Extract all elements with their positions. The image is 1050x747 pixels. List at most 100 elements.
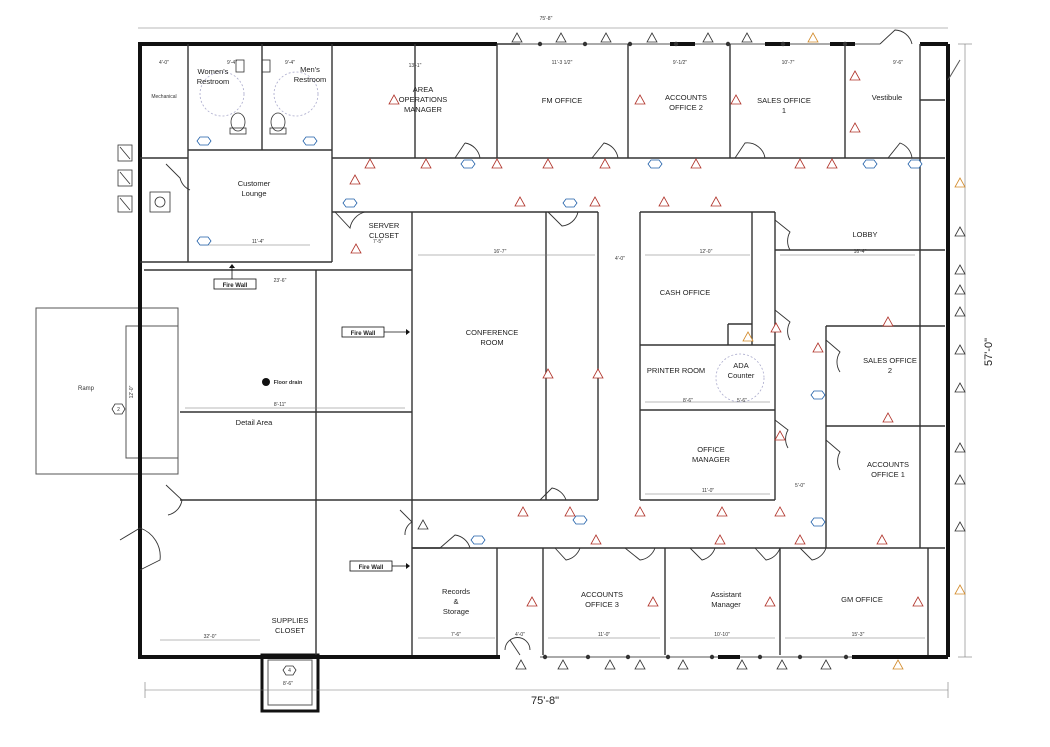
ramp-label: Ramp xyxy=(78,386,95,392)
conference-room-label-1: CONFERENCE xyxy=(466,328,519,337)
floor-drain-label: Floor drain xyxy=(274,380,303,386)
device-triangle-symbol xyxy=(690,158,702,169)
svg-text:9'-4": 9'-4" xyxy=(227,60,237,66)
device-hexagon-symbol xyxy=(862,159,878,169)
svg-text:10'-7": 10'-7" xyxy=(782,60,795,66)
window-mullion-marker xyxy=(709,654,715,660)
svg-text:9'-1/2": 9'-1/2" xyxy=(673,60,687,66)
fire-wall-label-3: Fire Wall xyxy=(359,565,384,571)
device-triangle-symbol xyxy=(826,158,838,169)
device-triangle-symbol xyxy=(807,32,819,43)
device-triangle-symbol xyxy=(774,430,786,441)
device-triangle-symbol xyxy=(764,596,776,607)
device-triangle-symbol xyxy=(646,32,658,43)
device-triangle-symbol xyxy=(714,534,726,545)
device-triangle-symbol xyxy=(517,506,529,517)
sales-office-1-label-2: 1 xyxy=(782,106,786,115)
svg-text:15'-3": 15'-3" xyxy=(852,632,865,638)
device-hexagon-symbol xyxy=(572,515,588,525)
cash-office-label: CASH OFFICE xyxy=(660,288,710,297)
area-ops-label-3: MANAGER xyxy=(404,105,443,114)
device-triangle-symbol xyxy=(511,32,523,43)
window-mullion-marker xyxy=(537,41,543,47)
device-triangle-symbol xyxy=(954,226,966,237)
device-triangle-symbol xyxy=(742,331,754,342)
device-hexagon-symbol xyxy=(196,136,212,146)
mens-restroom-label-1: Men's xyxy=(300,65,320,74)
svg-text:2: 2 xyxy=(117,407,120,413)
window-mullion-marker xyxy=(582,41,588,47)
svg-text:4: 4 xyxy=(288,668,291,674)
device-triangle-symbol xyxy=(514,196,526,207)
device-triangle-symbol xyxy=(954,382,966,393)
device-triangle-symbol xyxy=(912,596,924,607)
device-triangle-symbol xyxy=(954,284,966,295)
device-triangle-symbol xyxy=(849,70,861,81)
device-hexagon-symbol xyxy=(302,136,318,146)
device-triangle-symbol xyxy=(542,368,554,379)
device-hexagon-symbol xyxy=(342,198,358,208)
window-mullion-marker xyxy=(757,654,763,660)
mechanical-label: Mechanical xyxy=(151,94,176,100)
device-hexagon-symbol xyxy=(810,517,826,527)
device-triangle-symbol xyxy=(599,158,611,169)
accounts-office-1-label-1: ACCOUNTS xyxy=(867,460,909,469)
device-hexagon-symbol xyxy=(196,236,212,246)
device-triangle-symbol xyxy=(876,534,888,545)
fm-office-label: FM OFFICE xyxy=(542,96,582,105)
records-storage-label-2: & xyxy=(453,597,458,606)
svg-text:4'-0": 4'-0" xyxy=(515,632,525,638)
conference-room-label-2: ROOM xyxy=(480,338,503,347)
customer-lounge-label-2: Lounge xyxy=(241,189,266,198)
supplies-closet-label-2: CLOSET xyxy=(275,626,305,635)
svg-text:9'-4": 9'-4" xyxy=(285,60,295,66)
gm-office-label: GM OFFICE xyxy=(841,595,883,604)
assistant-manager-label-1: Assistant xyxy=(711,590,742,599)
window-mullion-marker xyxy=(843,654,849,660)
device-triangle-symbol xyxy=(364,158,376,169)
device-triangle-symbol xyxy=(647,596,659,607)
device-triangle-symbol xyxy=(770,322,782,333)
device-triangle-symbol xyxy=(954,442,966,453)
svg-text:32'-0": 32'-0" xyxy=(204,634,217,640)
window-mullion-marker xyxy=(673,41,679,47)
vestibule-label: Vestibule xyxy=(872,93,902,102)
window-mullion-marker xyxy=(585,654,591,660)
device-triangle-symbol xyxy=(634,659,646,670)
device-triangle-symbol xyxy=(592,368,604,379)
ada-counter-label-2: Counter xyxy=(728,371,755,380)
device-triangle-symbol xyxy=(555,32,567,43)
device-hexagon-symbol xyxy=(810,390,826,400)
svg-text:7'-5": 7'-5" xyxy=(373,239,383,245)
device-triangle-symbol xyxy=(417,519,429,530)
device-triangle-symbol xyxy=(388,94,400,105)
device-triangle-symbol xyxy=(677,659,689,670)
device-triangle-symbol xyxy=(882,412,894,423)
device-triangle-symbol xyxy=(491,158,503,169)
lobby-label: LOBBY xyxy=(852,230,877,239)
device-triangle-symbol xyxy=(515,659,527,670)
window-mullion-marker xyxy=(725,41,731,47)
womens-restroom-label-2: Restroom xyxy=(197,77,230,86)
records-storage-label-1: Records xyxy=(442,587,470,596)
device-triangle-symbol xyxy=(604,659,616,670)
device-triangle-symbol xyxy=(954,474,966,485)
device-triangle-symbol xyxy=(776,659,788,670)
sales-office-2-label-2: 2 xyxy=(888,366,892,375)
window-mullion-marker xyxy=(797,654,803,660)
device-triangle-symbol xyxy=(542,158,554,169)
device-triangle-symbol xyxy=(564,506,576,517)
accounts-office-3-label-2: OFFICE 3 xyxy=(585,600,619,609)
device-triangle-symbol xyxy=(954,264,966,275)
device-triangle-symbol xyxy=(349,174,361,185)
device-hexagon-symbol xyxy=(460,159,476,169)
device-triangle-symbol xyxy=(954,584,966,595)
device-triangle-symbol xyxy=(730,94,742,105)
svg-text:11'-0": 11'-0" xyxy=(598,632,611,638)
supplies-closet-label-1: SUPPLIES xyxy=(272,616,309,625)
device-triangle-symbol xyxy=(716,506,728,517)
accounts-office-2-label-1: ACCOUNTS xyxy=(665,93,707,102)
device-triangle-symbol xyxy=(634,506,646,517)
fire-wall-label-1: Fire Wall xyxy=(223,283,248,289)
